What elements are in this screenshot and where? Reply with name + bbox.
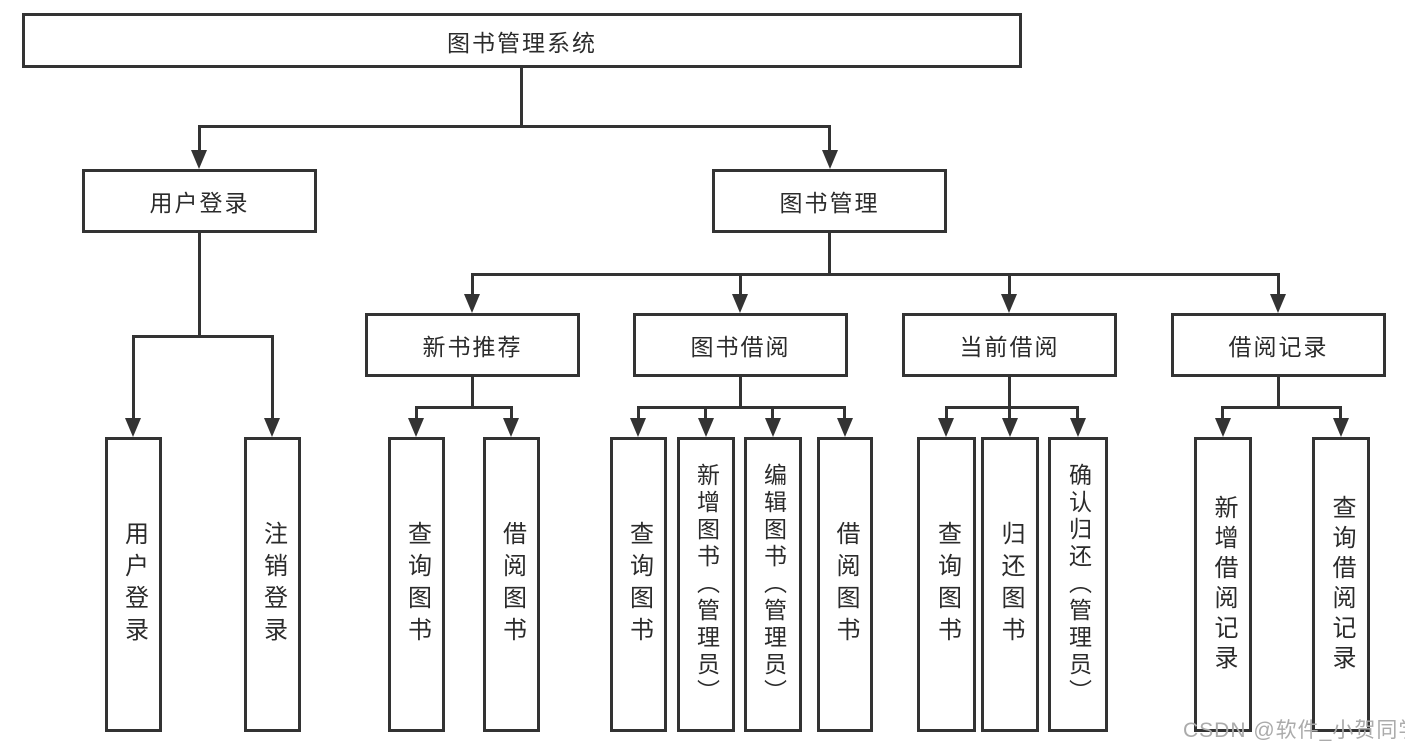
leaf-add-borrow-record: 新增借阅记录	[1194, 437, 1252, 732]
connector-line	[198, 125, 831, 128]
arrow-down-icon	[503, 418, 519, 437]
arrow-down-icon	[264, 418, 280, 437]
connector-line	[739, 377, 742, 408]
leaf-query-books: 查询图书	[610, 437, 667, 732]
node-label: 归还图书	[997, 520, 1024, 649]
node-label: 图书借阅	[690, 334, 791, 360]
node-label: 查询图书	[625, 520, 653, 649]
arrow-down-icon	[125, 418, 141, 437]
arrow-down-icon	[191, 150, 207, 169]
connector-line	[771, 406, 774, 420]
connector-line	[637, 406, 640, 420]
node-label: 借阅图书	[832, 520, 859, 649]
connector-line	[471, 273, 1280, 276]
connector-line	[828, 125, 831, 151]
connector-line	[471, 377, 474, 408]
connector-line	[1008, 273, 1011, 296]
node-book-borrowing: 图书借阅	[633, 313, 848, 377]
node-label: 用户登录	[120, 520, 148, 649]
arrow-down-icon	[1215, 418, 1231, 437]
leaf-return-books: 归还图书	[981, 437, 1039, 732]
leaf-borrow-books: 借阅图书	[817, 437, 873, 732]
node-label: 新书推荐	[422, 334, 523, 360]
connector-line	[132, 335, 274, 338]
node-label: 借阅图书	[498, 520, 526, 649]
arrow-down-icon	[1070, 418, 1086, 437]
arrow-down-icon	[732, 294, 748, 313]
connector-line	[945, 406, 948, 420]
node-current-borrowing: 当前借阅	[902, 313, 1117, 377]
connector-line	[843, 406, 846, 420]
node-label: 查询图书	[933, 520, 961, 649]
connector-line	[739, 273, 742, 296]
node-new-book-recommend: 新书推荐	[365, 313, 580, 377]
leaf-add-books-admin: 新增图书（管理员）	[677, 437, 735, 732]
connector-line	[1277, 273, 1280, 296]
connector-line	[510, 406, 513, 420]
arrow-down-icon	[630, 418, 646, 437]
node-label: 编辑图书（管理员）	[760, 463, 787, 706]
connector-line	[945, 406, 1079, 409]
arrow-down-icon	[822, 150, 838, 169]
arrow-down-icon	[1002, 418, 1018, 437]
connector-line	[415, 406, 513, 409]
node-label: 借阅记录	[1228, 334, 1329, 360]
arrow-down-icon	[765, 418, 781, 437]
connector-line	[271, 335, 274, 420]
arrow-down-icon	[408, 418, 424, 437]
arrow-down-icon	[837, 418, 853, 437]
node-label: 注销登录	[259, 520, 287, 649]
node-label: 当前借阅	[959, 334, 1060, 360]
connector-line	[198, 125, 201, 151]
leaf-query-borrow-record: 查询借阅记录	[1312, 437, 1370, 732]
node-label: 新增借阅记录	[1210, 494, 1237, 675]
node-label: 新增图书（管理员）	[693, 463, 720, 706]
connector-line	[198, 233, 201, 337]
leaf-borrow-books: 借阅图书	[483, 437, 540, 732]
arrow-down-icon	[1270, 294, 1286, 313]
node-label: 图书管理	[779, 190, 880, 216]
connector-line	[1008, 406, 1011, 420]
connector-line	[132, 335, 135, 420]
leaf-edit-books-admin: 编辑图书（管理员）	[744, 437, 802, 732]
node-label: 图书管理系统	[447, 29, 597, 56]
node-library-system: 图书管理系统	[22, 13, 1022, 68]
connector-line	[520, 68, 523, 126]
connector-line	[415, 406, 418, 420]
connector-line	[704, 406, 707, 420]
connector-line	[471, 273, 474, 296]
leaf-confirm-return-admin: 确认归还（管理员）	[1048, 437, 1108, 732]
node-label: 查询图书	[403, 520, 431, 649]
connector-line	[637, 406, 846, 409]
connector-line	[1277, 377, 1280, 408]
node-label: 用户登录	[149, 190, 250, 216]
arrow-down-icon	[698, 418, 714, 437]
connector-line	[1076, 406, 1079, 420]
arrow-down-icon	[1333, 418, 1349, 437]
leaf-query-books: 查询图书	[388, 437, 445, 732]
node-user-login: 用户登录	[82, 169, 317, 233]
node-borrowing-records: 借阅记录	[1171, 313, 1386, 377]
arrow-down-icon	[938, 418, 954, 437]
watermark: CSDN @软件_小贺同学	[1183, 719, 1405, 742]
connector-line	[828, 233, 831, 275]
node-book-management: 图书管理	[712, 169, 947, 233]
arrow-down-icon	[1001, 294, 1017, 313]
leaf-logout: 注销登录	[244, 437, 301, 732]
leaf-user-login: 用户登录	[105, 437, 162, 732]
connector-line	[1221, 406, 1342, 409]
connector-line	[1221, 406, 1224, 420]
arrow-down-icon	[464, 294, 480, 313]
connector-line	[1339, 406, 1342, 420]
connector-line	[1008, 377, 1011, 408]
node-label: 查询借阅记录	[1328, 494, 1355, 675]
node-label: 确认归还（管理员）	[1065, 463, 1092, 706]
leaf-query-books: 查询图书	[917, 437, 976, 732]
